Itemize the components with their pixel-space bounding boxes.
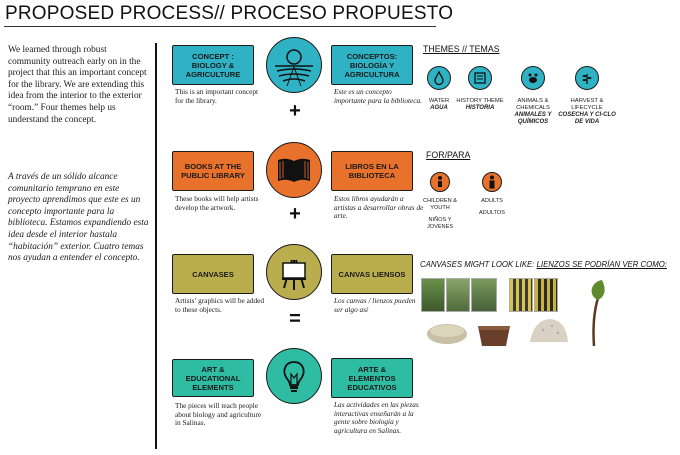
plus-operator: + xyxy=(289,203,301,225)
animals-icon xyxy=(521,66,545,90)
books-desc-english: These books will help artists develop th… xyxy=(175,194,259,212)
canvas-photo-5 xyxy=(534,278,558,312)
audience-heading-text: FOR/PARA xyxy=(426,150,471,160)
theme-animals: ANIMALS & CHEMICALS ANIMALES Y QUÍMICOS xyxy=(503,66,563,126)
plus-operator: + xyxy=(289,100,301,122)
audience-adults-label: ADULTS xyxy=(481,198,503,204)
easel-icon xyxy=(266,244,322,300)
books-label-english-text: BOOKS AT THE PUBLIC LIBRARY xyxy=(181,162,245,180)
concept-desc-english: This is an important concept for the lib… xyxy=(175,87,259,105)
theme-water-label: WATER xyxy=(428,98,450,104)
canvas-photo-3 xyxy=(471,278,497,312)
canvases-desc-english: Artists’ graphics will be added to these… xyxy=(175,296,265,314)
theme-animals-label-es: ANIMALES Y QUÍMICOS xyxy=(514,112,552,126)
canvases-label-english-text: CANVASES xyxy=(192,269,234,279)
books-label-spanish: LIBROS EN LA BIBLIOTECA xyxy=(331,151,413,191)
books-label-english: BOOKS AT THE PUBLIC LIBRARY xyxy=(172,151,254,191)
water-drop-icon xyxy=(427,66,451,90)
audience-adults: ADULTS ADULTOS xyxy=(472,172,512,217)
art-label-english: ART & EDUCATIONAL ELEMENTS xyxy=(172,359,254,397)
canvases-heading-english: CANVASES MIGHT LOOK LIKE: xyxy=(420,260,535,269)
theme-water: WATER AGUA xyxy=(409,66,469,112)
art-desc-english: The pieces will teach people about biolo… xyxy=(175,401,262,428)
art-desc-spanish: Las actividades en las piezas interactiv… xyxy=(334,400,419,436)
themes-heading-text: THEMES // TEMAS xyxy=(423,44,500,54)
canvases-label-spanish-text: CANVAS LIENSOS xyxy=(338,269,406,279)
books-desc-spanish: Estos libros ayudarán a artistas a desar… xyxy=(334,194,424,221)
theme-history-label: HISTORY THEME xyxy=(456,98,504,104)
farm-field-icon xyxy=(266,37,322,93)
concept-label-english: CONCEPT : BIOLOGY & AGRICULTURE xyxy=(172,45,254,85)
audience-adults-label-es: ADULTOS xyxy=(479,210,505,216)
intro-text-english: We learned through robust community outr… xyxy=(8,45,147,125)
open-book-icon xyxy=(266,142,322,198)
canvas-stone-seat xyxy=(427,324,467,344)
column-divider xyxy=(155,43,157,449)
audience-children-label-es: NIÑOS Y JOVENES xyxy=(426,217,454,230)
title-underline xyxy=(4,26,436,27)
theme-history-label-es: HISTORIA xyxy=(465,105,495,112)
canvases-heading-spanish: LIENZOS SE PODRÍAN VER COMO: xyxy=(536,260,667,269)
canvas-photo-4 xyxy=(509,278,533,312)
art-label-spanish: ARTE & ELEMENTOS EDUCATIVOS xyxy=(331,358,413,398)
books-label-spanish-text: LIBROS EN LA BIBLIOTECA xyxy=(345,162,399,180)
canvases-label-spanish: CANVAS LIENSOS xyxy=(331,254,413,294)
canvas-photo-2 xyxy=(446,278,470,312)
adult-icon xyxy=(482,172,502,192)
theme-animals-label: ANIMALS & CHEMICALS xyxy=(516,98,550,112)
canvas-leaf-sculpture xyxy=(591,280,605,347)
theme-harvest-label-es: COSECHA Y CI-CLO DE VIDA xyxy=(558,112,616,126)
concept-label-spanish-text: CONCEPTOS: BIOLOGÍA Y AGRICULTURA xyxy=(344,51,400,79)
theme-harvest-label: HARVEST & LIFECYCLE xyxy=(570,98,604,112)
concept-desc-spanish: Este es un concepto importante para la b… xyxy=(334,87,422,105)
page-title: PROPOSED PROCESS// PROCESO PROPUESTO xyxy=(5,3,454,24)
theme-harvest: HARVEST & LIFECYCLE COSECHA Y CI-CLO DE … xyxy=(557,66,617,126)
concept-label-spanish: CONCEPTOS: BIOLOGÍA Y AGRICULTURA xyxy=(331,45,413,85)
child-icon xyxy=(430,172,450,192)
harvest-icon xyxy=(575,66,599,90)
theme-water-label-es: AGUA xyxy=(430,105,448,112)
history-book-icon xyxy=(468,66,492,90)
intro-text-spanish: A través de un sólido alcance comunitari… xyxy=(8,172,149,264)
canvas-photo-1 xyxy=(421,278,445,312)
art-label-spanish-text: ARTE & ELEMENTOS EDUCATIVOS xyxy=(347,364,397,392)
audience-children-label: CHILDREN & YOUTH xyxy=(423,198,457,211)
concept-label-english-text: CONCEPT : BIOLOGY & AGRICULTURE xyxy=(185,51,241,79)
canvases-desc-spanish: Los canvas / lienzos pueden ser algo así xyxy=(334,296,416,314)
audience-children: CHILDREN & YOUTH NIÑOS Y JOVENES xyxy=(420,172,460,231)
canvases-heading: CANVASES MIGHT LOOK LIKE: LIENZOS SE POD… xyxy=(420,260,667,269)
lightbulb-icon xyxy=(266,348,322,404)
theme-history: HISTORY THEME HISTORIA xyxy=(450,66,510,112)
canvas-planter xyxy=(478,326,510,346)
themes-heading: THEMES // TEMAS xyxy=(423,44,500,54)
art-label-english-text: ART & EDUCATIONAL ELEMENTS xyxy=(185,364,241,392)
canvas-boulder-seat xyxy=(530,319,568,342)
equals-operator: = xyxy=(289,308,301,330)
audience-heading: FOR/PARA xyxy=(426,150,470,160)
canvases-label-english: CANVASES xyxy=(172,254,254,294)
